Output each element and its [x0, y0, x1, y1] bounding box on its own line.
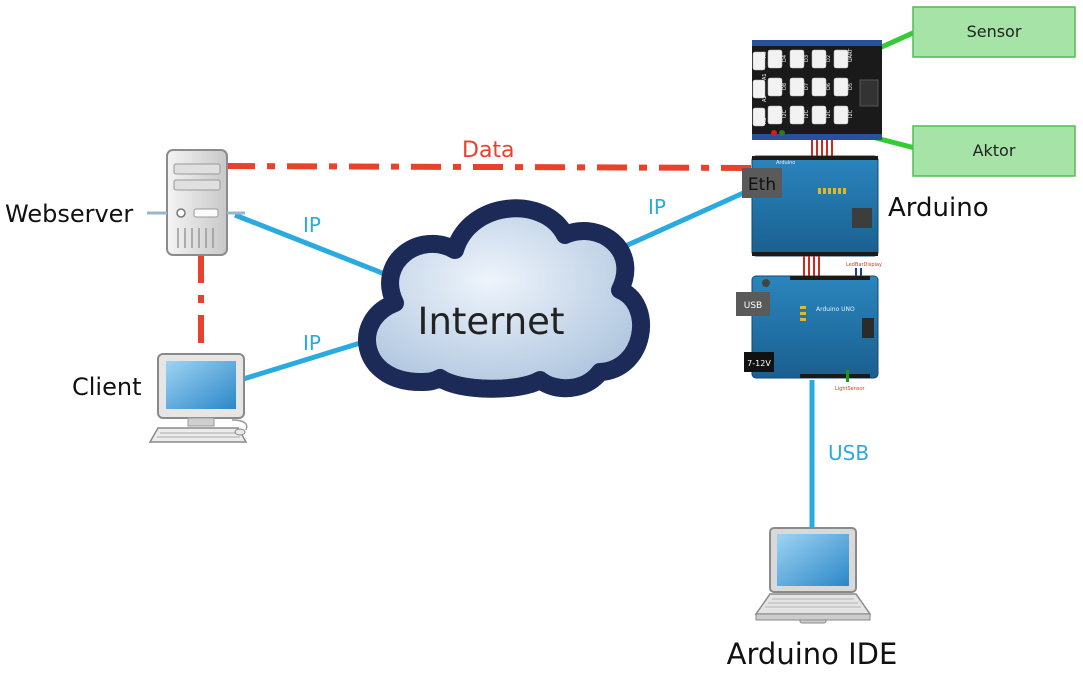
- light-sensor-pin: [846, 370, 849, 382]
- eth-shield-label: Arduino: [776, 160, 795, 166]
- ip-label-client: IP: [303, 331, 321, 355]
- grove-port-label: I2C: [804, 109, 810, 118]
- grove-port-label: D4: [782, 55, 788, 62]
- grove-port-label: A0: [762, 51, 768, 58]
- aktor-label: Aktor: [973, 141, 1016, 160]
- ip-label-webserver: IP: [303, 213, 321, 237]
- grove-port-label: D6: [826, 83, 832, 90]
- sensor-box[interactable]: Sensor: [912, 6, 1076, 58]
- ip-link-client: [239, 337, 371, 383]
- usb-port-label: USB: [744, 301, 762, 311]
- webserver-label: Webserver: [5, 200, 133, 228]
- internet-label: Internet: [418, 300, 565, 343]
- sensor-label: Sensor: [967, 22, 1022, 41]
- data-link: [224, 163, 753, 171]
- grove-port-label: A2: [762, 95, 768, 102]
- arduino-ide-label: Arduino IDE: [727, 637, 898, 671]
- eth-label: Eth: [748, 175, 776, 195]
- webserver-icon[interactable]: [147, 149, 245, 256]
- laptop-icon[interactable]: [754, 527, 872, 624]
- grove-port-label: I2C: [826, 109, 832, 118]
- grove-port-label: D8: [782, 83, 788, 90]
- grove-port-label: D2: [826, 55, 832, 62]
- grove-port-label: D5: [848, 83, 854, 90]
- ip-label-arduino: IP: [648, 195, 666, 219]
- grove-port-label: D3: [804, 55, 810, 62]
- usb-link-label: USB: [828, 441, 869, 465]
- grove-port-label: A1: [762, 73, 768, 80]
- data-label: Data: [462, 138, 515, 163]
- grove-port-label: I2C: [782, 109, 788, 118]
- grove-port-label: A3: [762, 117, 768, 124]
- internet-cloud-icon: [358, 199, 650, 398]
- aktor-box[interactable]: Aktor: [912, 125, 1076, 177]
- power-port-label: 7-12V: [747, 359, 771, 368]
- client-label: Client: [72, 373, 141, 401]
- grove-port-label: I2C: [848, 109, 854, 118]
- eth-port[interactable]: Eth: [742, 168, 782, 198]
- grove-port-label: D7: [804, 83, 810, 90]
- ip-link-webserver: [234, 212, 401, 283]
- client-icon[interactable]: [148, 353, 248, 443]
- light-sensor-label: LightSensor: [835, 386, 866, 392]
- grove-port-label: UART: [848, 48, 854, 62]
- uno-board-label: Arduino UNO: [816, 306, 855, 313]
- stacking-wires-top: [811, 140, 833, 158]
- usb-port[interactable]: USB: [736, 292, 770, 316]
- led-display-label: LedBarDisplay: [846, 262, 882, 268]
- arduino-label: Arduino: [888, 193, 989, 223]
- arduino-uno-board: Arduino UNO: [751, 275, 879, 379]
- ethernet-shield: Arduino: [751, 155, 879, 257]
- power-port[interactable]: 7-12V: [744, 352, 774, 372]
